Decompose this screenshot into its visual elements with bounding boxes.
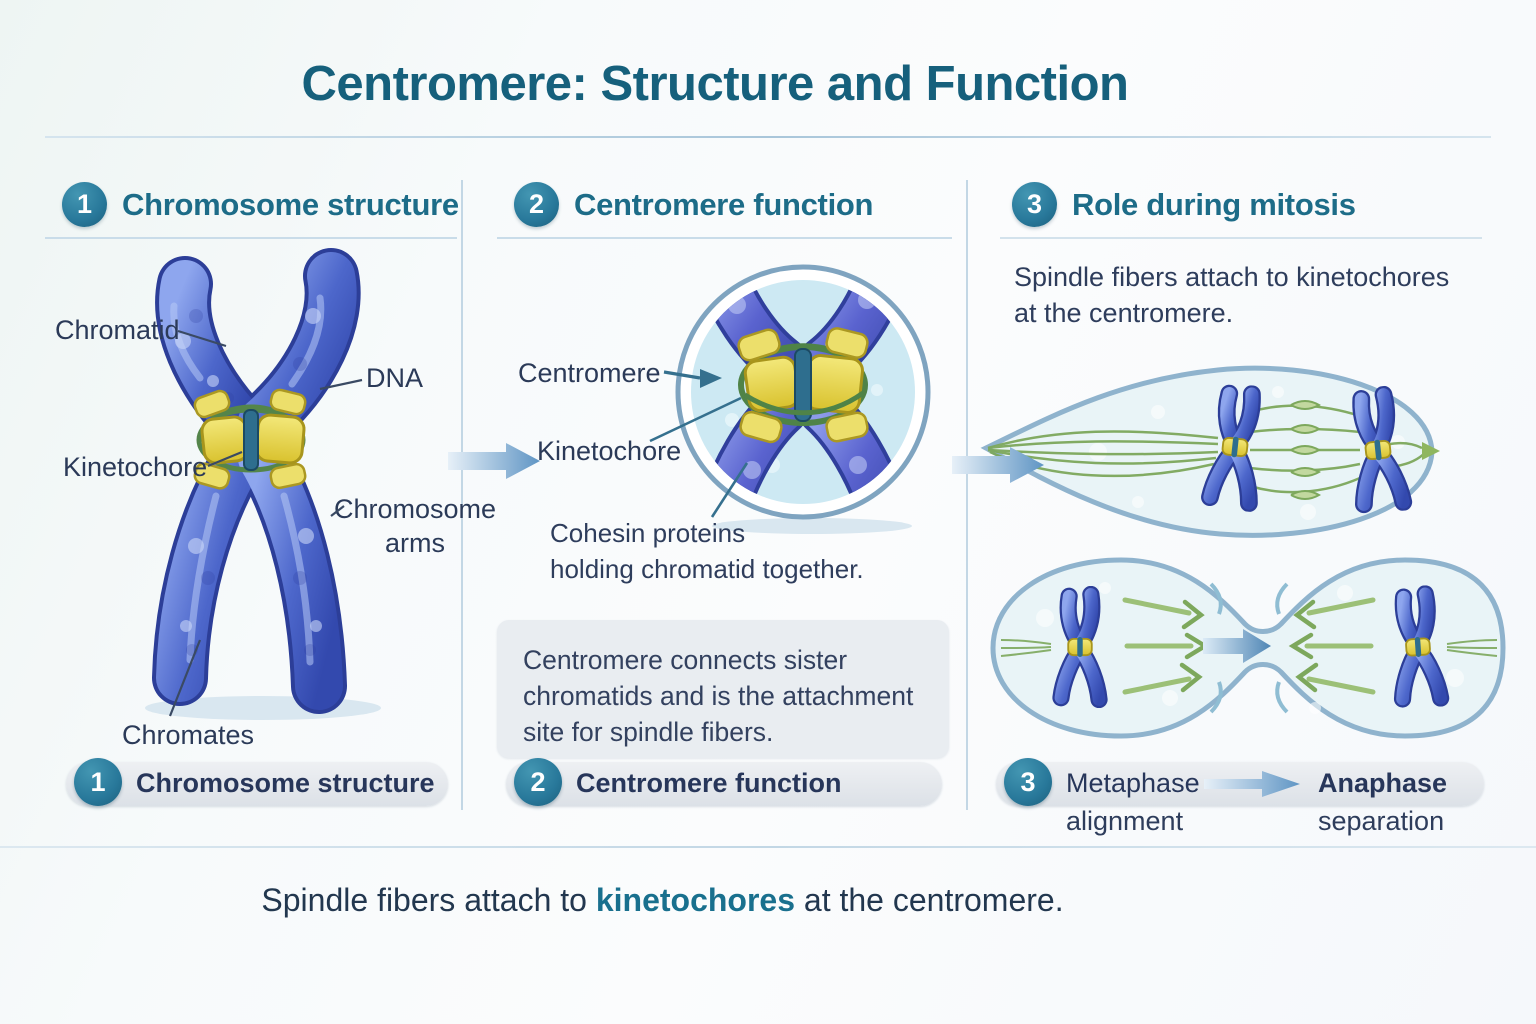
step-1-badge: 1 [62,182,107,227]
panel1-heading: Chromosome structure [122,186,459,222]
panel2-footer-pill [506,762,942,806]
anaphase-sublabel: separation [1318,806,1445,836]
panel-divider-1 [461,180,463,810]
panel1-header: 1 Chromosome structure [62,182,459,227]
panel3-heading-rule [1000,237,1482,239]
panel1-heading-rule [45,237,457,239]
panel3-heading: Role during mitosis [1072,186,1356,222]
centromere-note-box: Centromere connects sister chromatids an… [497,620,949,758]
footer-caption-highlight: kinetochores [595,882,795,918]
anaphase-label: Anaphase [1318,768,1448,798]
note-line-1: Centromere connects sister [523,645,848,675]
panel2-header: 2 Centromere function [514,182,873,227]
panel1-footer-label: Chromosome structure [136,768,435,798]
panel3-footer-badge: 3 Metaphase alignment Anaphase separatio… [996,758,1484,854]
label-chromosome-arms: Chromosome arms [333,494,497,558]
mitosis-description-line1: Spindle fibers attach to kinetochores [1014,262,1450,292]
note-line-2: chromatids and is the attachment [523,681,914,711]
footer-caption-suffix: at the centromere. [795,882,1064,918]
division-direction-arrow-icon [1203,629,1271,663]
metaphase-cell-illustration [980,365,1440,538]
panel2-footer-number: 2 [514,758,562,806]
footer-caption: Spindle fibers attach to kinetochores at… [0,882,1325,919]
label-dna: DNA [366,363,424,393]
metaphase-anaphase-arrow-icon [1204,771,1300,797]
panel1-footer-number: 1 [74,758,122,806]
label-cohesin-line1: Cohesin proteins [550,518,746,548]
panel1-footer-badge: 1 Chromosome structure [66,758,448,854]
footer-divider [0,846,1536,848]
panel2-heading: Centromere function [574,186,874,222]
panel3-header: 3 Role during mitosis [1012,182,1356,227]
centromere-region [193,388,307,490]
step-2-badge: 2 [514,182,559,227]
anaphase-cell-illustration [990,557,1506,739]
pulling-arrows-right [1304,597,1376,695]
label-centromere: Centromere [518,358,661,388]
panel-divider-2 [966,180,968,810]
spindle-arrowhead [1422,442,1440,460]
spindle-fibers [987,404,1427,494]
mitosis-description-line2: at the centromere. [1014,298,1234,328]
metaphase-sublabel: alignment [1066,806,1184,836]
panel2-footer-label: Centromere function [576,768,842,798]
footer-caption-prefix: Spindle fibers attach to [261,882,596,918]
panel2-heading-rule [497,237,952,239]
panel1-footer-pill [66,762,448,806]
label-chromatid: Chromatid [55,315,180,345]
pulling-arrows-left [1122,597,1194,695]
label-chromates: Chromates [122,720,255,750]
title-divider [45,136,1491,138]
centromere-magnifier-illustration [675,264,931,534]
spindle-nodes [1290,400,1322,500]
page-title: Centromere: Structure and Function [301,57,1129,111]
chromosome-illustration [145,248,381,720]
panel3-footer-number: 3 [1004,758,1052,806]
panel2-footer-badge: 2 Centromere function [506,758,942,854]
note-line-3: site for spindle fibers. [523,717,774,747]
metaphase-label: Metaphase [1066,768,1200,798]
label-kinetochore-2: Kinetochore [537,436,682,466]
label-kinetochore: Kinetochore [63,452,208,482]
cleavage-chevrons [1209,582,1289,714]
step-3-badge: 3 [1012,182,1057,227]
label-cohesin-line2: holding chromatid together. [550,554,864,584]
